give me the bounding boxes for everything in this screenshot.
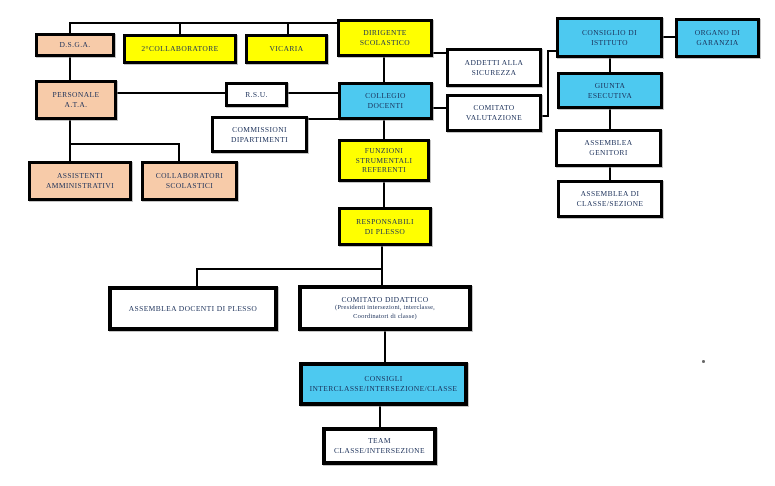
node-label: ASSEMBLEA DI: [580, 189, 640, 199]
connector-dirigente-collegio: [383, 57, 385, 82]
node-label: AMMINISTRATIVI: [45, 181, 115, 190]
connector-personale-bus: [69, 120, 71, 144]
node-label: GARANZIA: [696, 38, 739, 47]
node-consiglio-di-istituto: CONSIGLIO DI ISTITUTO: [556, 17, 663, 58]
node-label: GIUNTA: [594, 80, 626, 90]
node-label: INTERCLASSE/INTERSEZIONE/CLASSE: [309, 384, 458, 393]
node-assemblea-di-classe-sezione: ASSEMBLEA DI CLASSE/SEZIONE: [557, 180, 663, 218]
node-label: D.S.G.A.: [59, 40, 91, 50]
connector-drop-collaboratore: [179, 22, 181, 34]
node-label: ASSEMBLEA DOCENTI DI PLESSO: [128, 303, 258, 313]
node-label: A.T.A.: [64, 100, 88, 109]
connector-funzioni-responsabili: [383, 182, 385, 207]
node-label: RESPONSABILI: [356, 216, 414, 226]
connector-collegio-funzioni: [383, 120, 385, 139]
stray-dot: [702, 360, 705, 363]
node-funzioni-strumentali-referenti: FUNZIONI STRUMENTALI REFERENTI: [338, 139, 430, 182]
connector-collegio-comitatoval: [433, 107, 446, 109]
connector-comitato-consigli: [384, 331, 386, 362]
node-consigli-interclasse-intersezione-classe: CONSIGLI INTERCLASSE/INTERSEZIONE/CLASSE: [299, 362, 468, 406]
node-label: VALUTAZIONE: [465, 113, 523, 122]
node-commissioni-dipartimenti: COMMISSIONI DIPARTIMENTI: [211, 116, 308, 153]
node-dirigente-scolastico: DIRIGENTE SCOLASTICO: [337, 19, 433, 57]
node-label: PERSONALE: [52, 90, 100, 100]
node-label: COLLEGIO: [365, 91, 406, 101]
connector-personale-rsu: [117, 92, 225, 94]
connector-dsga-personale: [69, 57, 71, 80]
connector-bend-vertical: [547, 50, 549, 117]
node-label: R.S.U.: [245, 89, 268, 99]
node-label: 2°COLLABORATORE: [141, 44, 219, 54]
node-label: ASSEMBLEA: [584, 138, 633, 148]
node-label: DIPARTIMENTI: [231, 134, 288, 144]
node-sublabel: (Presidenti intersezioni, interclasse,: [334, 304, 435, 312]
node-label: COMMISSIONI: [232, 124, 287, 134]
connector-comitatoval-bend: [542, 115, 549, 117]
connector-responsabili-bus: [381, 246, 383, 270]
node-label: SCOLASTICI: [165, 181, 214, 190]
connector-bus-comitatodidattico: [381, 268, 383, 285]
node-personale-ata: PERSONALE A.T.A.: [35, 80, 117, 120]
node-label: DIRIGENTE: [363, 28, 407, 38]
connector-assgenitori-assclasse: [609, 167, 611, 180]
node-dsga: D.S.G.A.: [35, 33, 115, 57]
node-team-classe-intersezione: TEAM CLASSE/INTERSEZIONE: [322, 427, 437, 465]
connector-drop-vicaria: [287, 22, 289, 34]
node-collegio-docenti: COLLEGIO DOCENTI: [338, 82, 433, 120]
node-organo-di-garanzia: ORGANO DI GARANZIA: [675, 18, 760, 58]
node-assistenti-amministrativi: ASSISTENTI AMMINISTRATIVI: [28, 161, 132, 201]
node-label: ADDETTI ALLA: [464, 57, 524, 67]
node-label: DOCENTI: [367, 101, 404, 110]
node-label: CONSIGLI: [364, 374, 403, 384]
connector-commissioni-collegio: [308, 118, 338, 120]
node-assemblea-docenti-di-plesso: ASSEMBLEA DOCENTI DI PLESSO: [108, 286, 278, 331]
node-label: COMITATO DIDATTICO: [341, 294, 429, 304]
node-label: GENITORI: [589, 148, 628, 157]
node-label: SICUREZZA: [471, 67, 517, 77]
node-label: DI PLESSO: [364, 226, 406, 236]
connector-plesso-bus: [196, 268, 383, 270]
node-label: REFERENTI: [361, 165, 406, 175]
node-label: CLASSE/INTERSEZIONE: [334, 446, 425, 455]
connector-bus-assistenti: [69, 143, 71, 161]
node-label: ESECUTIVA: [587, 90, 633, 100]
node-sublabel: Coordinatori di classe): [353, 312, 417, 320]
connector-ata-bus: [69, 143, 179, 145]
node-addetti-alla-sicurezza: ADDETTI ALLA SICUREZZA: [446, 48, 542, 87]
node-collaboratori-scolastici: COLLABORATORI SCOLASTICI: [141, 161, 238, 201]
node-comitato-didattico: COMITATO DIDATTICO (Presidenti intersezi…: [298, 285, 472, 331]
node-giunta-esecutiva: GIUNTA ESECUTIVA: [557, 72, 663, 109]
node-label: COMITATO: [473, 103, 515, 113]
node-comitato-valutazione: COMITATO VALUTAZIONE: [446, 94, 542, 132]
node-label: COLLABORATORI: [155, 171, 224, 181]
connector-drop-dsga: [69, 22, 71, 34]
connector-rsu-collegio: [288, 92, 338, 94]
node-label: FUNZIONI: [364, 145, 404, 155]
node-label: ASSISTENTI: [56, 171, 104, 181]
connector-bus-assembleadocenti: [196, 268, 198, 286]
node-label: SCOLASTICO: [359, 38, 411, 47]
node-secondo-collaboratore: 2°COLLABORATORE: [123, 34, 237, 64]
node-label: CLASSE/SEZIONE: [576, 199, 644, 208]
node-label: STRUMENTALI: [355, 155, 413, 165]
node-vicaria: VICARIA: [245, 34, 328, 64]
node-label: TEAM: [368, 436, 391, 446]
node-label: ORGANO DI: [694, 28, 741, 38]
connector-top-bus: [69, 22, 339, 24]
connector-giunta-assgenitori: [609, 109, 611, 129]
node-label: ISTITUTO: [591, 37, 628, 47]
node-responsabili-di-plesso: RESPONSABILI DI PLESSO: [338, 207, 432, 246]
connector-consiglio-organo: [663, 36, 675, 38]
node-label: VICARIA: [269, 44, 304, 54]
connector-bend-consiglio: [547, 50, 556, 52]
connector-consigli-team: [379, 406, 381, 427]
node-rsu: R.S.U.: [225, 82, 288, 107]
connector-consiglio-giunta: [609, 58, 611, 72]
node-label: CONSIGLIO DI: [581, 27, 637, 37]
connector-bus-collaboratori: [178, 143, 180, 161]
connector-dirigente-addetti: [433, 52, 446, 54]
node-assemblea-genitori: ASSEMBLEA GENITORI: [555, 129, 662, 167]
